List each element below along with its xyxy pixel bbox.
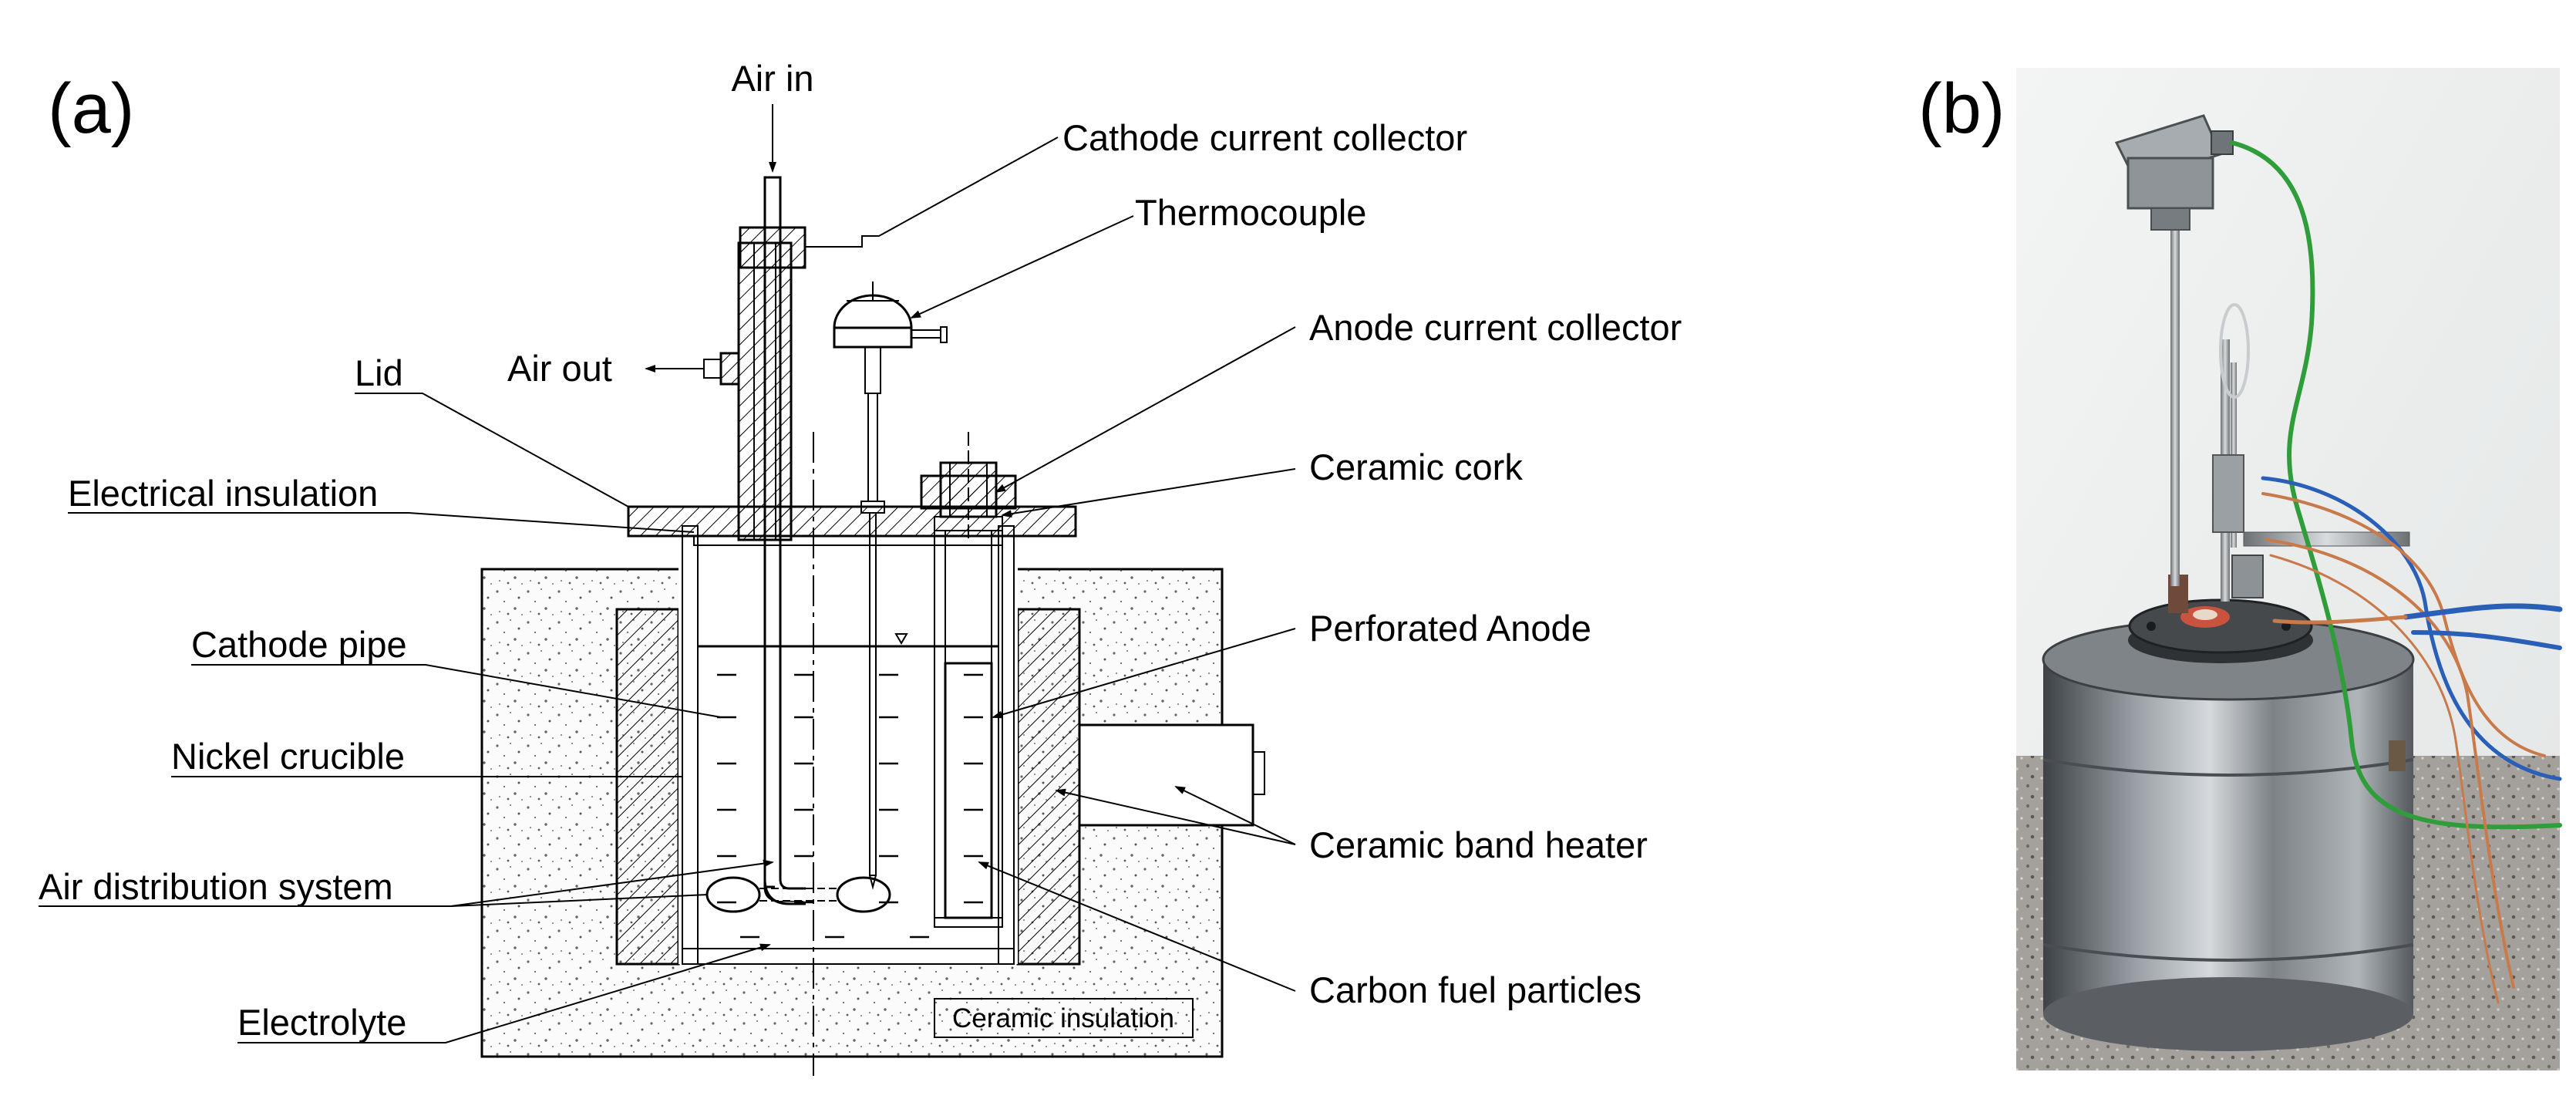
- electrolyte-melt: [698, 633, 998, 939]
- label-electrolyte: Electrolyte: [237, 1002, 406, 1043]
- label-air-out: Air out: [507, 348, 612, 389]
- cathode-pipe: [703, 176, 806, 905]
- electrode-rods: [2170, 224, 2410, 602]
- nickel-crucible: [679, 525, 1018, 965]
- svg-text:Ceramic insulation: Ceramic insulation: [952, 1003, 1174, 1033]
- label-nickel-crucible: Nickel crucible: [171, 736, 405, 777]
- photo-panel: (b): [1918, 68, 2563, 1070]
- label-air-distribution-system: Air distribution system: [39, 866, 393, 907]
- label-thermocouple: Thermocouple: [1135, 192, 1366, 233]
- ceramic-band-heater: [615, 608, 1265, 966]
- ceramic-insulation-label: Ceramic insulation: [934, 998, 1194, 1038]
- label-ceramic-band-heater: Ceramic band heater: [1309, 824, 1648, 865]
- panel-label-b: (b): [1918, 69, 2005, 148]
- panel-label-a: (a): [48, 69, 134, 148]
- label-carbon-fuel-particles: Carbon fuel particles: [1309, 969, 1642, 1010]
- label-air-in: Air in: [731, 58, 813, 99]
- label-cathode-pipe: Cathode pipe: [191, 624, 407, 665]
- leader-lines: [39, 104, 1296, 1043]
- label-cathode-current-collector: Cathode current collector: [1062, 117, 1467, 158]
- thermocouple-probe: [833, 281, 948, 890]
- air-distribution-system: [705, 876, 891, 913]
- schematic-panel: (a): [39, 58, 1682, 1076]
- device-photo: [2016, 68, 2563, 1070]
- label-electrical-insulation: Electrical insulation: [68, 473, 378, 514]
- label-ceramic-cork: Ceramic cork: [1309, 447, 1523, 487]
- label-perforated-anode: Perforated Anode: [1309, 608, 1591, 649]
- furnace-body: [2042, 618, 2415, 1051]
- label-lid: Lid: [355, 352, 403, 393]
- furnace-lid-flange: [2128, 575, 2313, 663]
- cables: [2230, 140, 2563, 1004]
- thermocouple-head: [2114, 114, 2234, 231]
- label-anode-current-collector: Anode current collector: [1309, 307, 1682, 348]
